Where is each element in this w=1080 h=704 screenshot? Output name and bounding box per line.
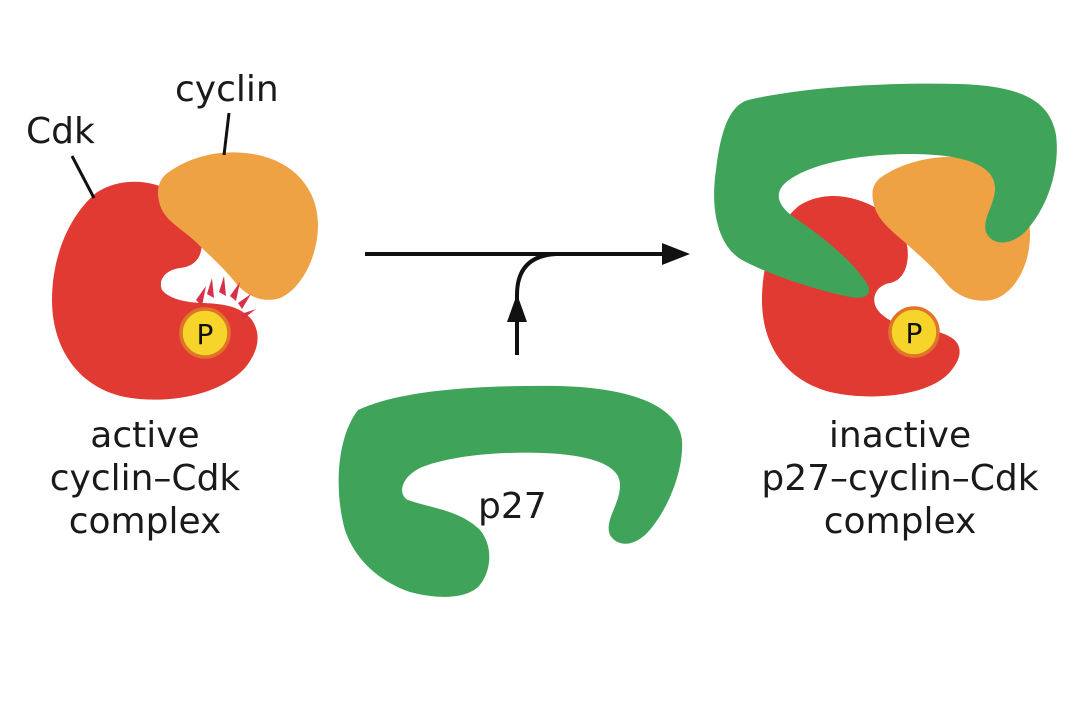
p27-label: p27: [478, 486, 547, 527]
cyclin-shape: [157, 152, 318, 300]
phosphate-label: P: [197, 318, 214, 351]
cyclin-label: cyclin: [175, 69, 279, 110]
inhibitor-entry-arrowhead: [507, 294, 527, 322]
p27-shape-bound: [714, 83, 1057, 298]
cyclin-leader-line: [222, 112, 231, 156]
cdk-label: Cdk: [26, 111, 95, 152]
inactive-caption-line-3: complex: [823, 501, 977, 542]
activity-spikes: [196, 276, 256, 320]
phosphate-label-right: P: [906, 317, 923, 350]
active-caption-line-3: complex: [68, 501, 222, 542]
inactive-complex: P: [714, 83, 1057, 397]
p27-shape: [338, 385, 683, 597]
active-caption-line-2: cyclin–Cdk: [49, 458, 241, 499]
phosphate-group: P: [179, 307, 231, 359]
cdk-leader-line: [70, 155, 96, 199]
inactive-caption-line-2: p27–cyclin–Cdk: [761, 458, 1039, 499]
phosphate-circle: [179, 307, 231, 359]
reaction-arrow: [365, 243, 690, 355]
active-complex: P: [52, 112, 318, 400]
inactive-caption-line-1: inactive: [828, 415, 972, 456]
cyclin-shape-right: [872, 156, 1030, 301]
active-complex-caption: active cyclin–Cdk complex: [35, 414, 255, 543]
phosphate-group-right: P: [888, 306, 940, 358]
inactive-complex-caption: inactive p27–cyclin–Cdk complex: [740, 414, 1060, 543]
inhibitor-entry-curve: [515, 252, 557, 355]
main-arrowhead: [662, 243, 690, 265]
phosphate-circle-right: [888, 306, 940, 358]
active-caption-line-1: active: [90, 415, 200, 456]
